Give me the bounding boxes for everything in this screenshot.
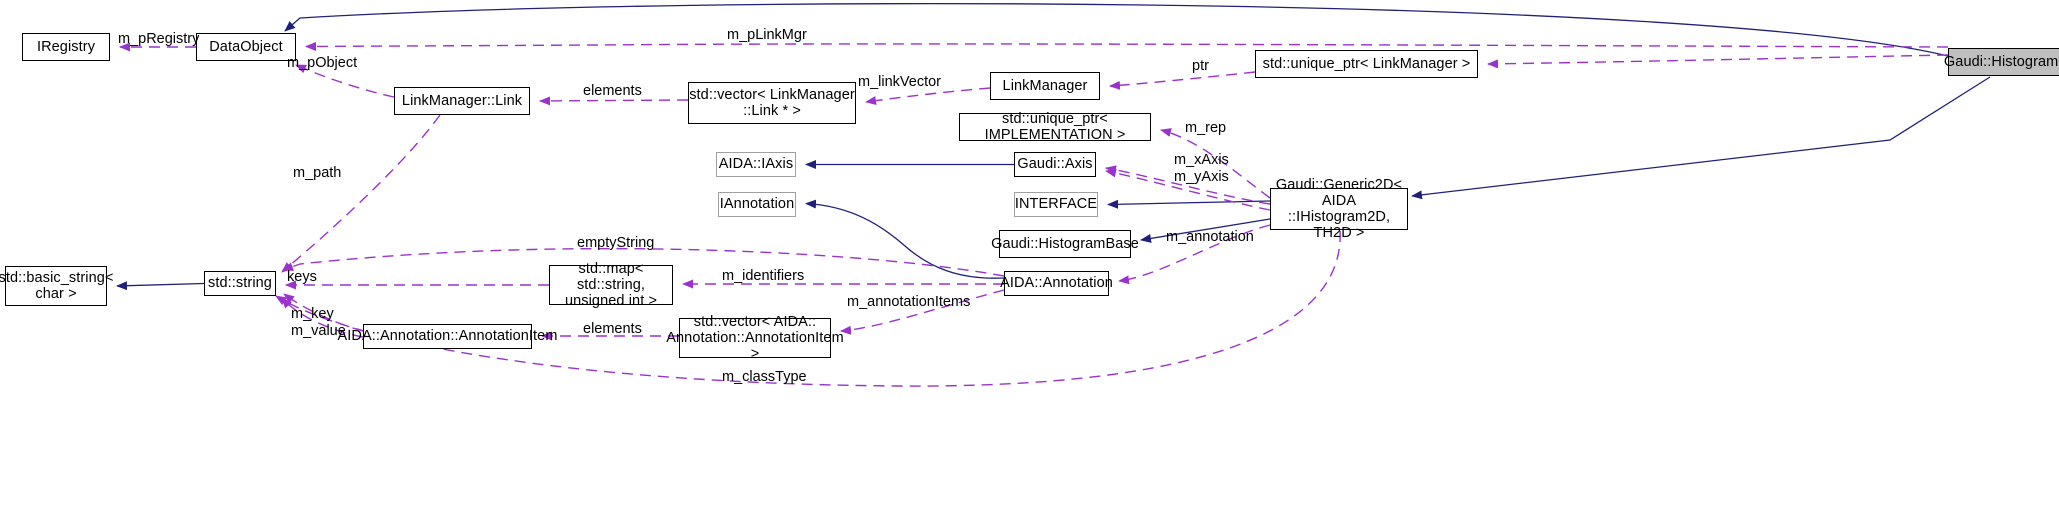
node-vector-annotationitem[interactable]: std::vector< AIDA:: Annotation::Annotati… bbox=[666, 313, 844, 363]
edge-label-m-annotation: m_annotation bbox=[1166, 229, 1254, 245]
edge-label-m-classtype: m_classType bbox=[722, 369, 807, 385]
edge-label-m-path: m_path bbox=[293, 165, 342, 181]
node-gaudi-histogram2d[interactable]: Gaudi::Histogram2D bbox=[1944, 48, 2059, 76]
node-iregistry[interactable]: IRegistry bbox=[22, 33, 110, 61]
edge-label-m-xaxis-m-yaxis: m_xAxis m_yAxis bbox=[1174, 152, 1229, 186]
node-interface[interactable]: INTERFACE bbox=[1014, 192, 1098, 217]
edge-label-m-key-m-value: m_key m_value bbox=[291, 306, 346, 340]
node-gaudi-axis[interactable]: Gaudi::Axis bbox=[1014, 152, 1096, 177]
edge-label-keys: keys bbox=[287, 269, 317, 285]
node-aida-annotation-annotationitem[interactable]: AIDA::Annotation::AnnotationItem bbox=[337, 324, 557, 349]
edge-label-ptr: ptr bbox=[1192, 58, 1209, 74]
edge-label-elements-item: elements bbox=[583, 321, 642, 337]
node-std-basic-string[interactable]: std::basic_string< char > bbox=[0, 266, 113, 306]
edge-label-emptystring: emptyString bbox=[577, 235, 655, 251]
edge-label-m-plinkmgr: m_pLinkMgr bbox=[727, 27, 807, 43]
node-dataobject[interactable]: DataObject bbox=[196, 33, 296, 61]
edge-label-m-rep: m_rep bbox=[1185, 120, 1227, 136]
node-unique-ptr-implementation[interactable]: std::unique_ptr< IMPLEMENTATION > bbox=[959, 111, 1151, 143]
edge-label-m-pobject: m_pObject bbox=[287, 55, 358, 71]
edge-label-m-identifiers: m_identifiers bbox=[722, 268, 805, 284]
edge-label-m-pregistry: m_pRegistry bbox=[118, 31, 200, 47]
edge-label-m-annotationitems: m_annotationItems bbox=[847, 294, 971, 310]
node-linkmanager[interactable]: LinkManager bbox=[990, 72, 1100, 100]
node-aida-iaxis[interactable]: AIDA::IAxis bbox=[716, 152, 796, 177]
node-std-string[interactable]: std::string bbox=[204, 271, 276, 296]
node-vector-linkmanager-link[interactable]: std::vector< LinkManager ::Link * > bbox=[688, 82, 856, 124]
node-linkmanager-link[interactable]: LinkManager::Link bbox=[394, 87, 530, 115]
node-aida-annotation[interactable]: AIDA::Annotation bbox=[1000, 271, 1113, 296]
node-gaudi-generic2d[interactable]: Gaudi::Generic2D< AIDA ::IHistogram2D, T… bbox=[1270, 177, 1408, 241]
node-unique-ptr-linkmanager[interactable]: std::unique_ptr< LinkManager > bbox=[1255, 50, 1478, 78]
node-iannotation[interactable]: IAnnotation bbox=[718, 192, 796, 217]
edge-label-m-linkvector: m_linkVector bbox=[858, 74, 942, 90]
node-gaudi-histogrambase[interactable]: Gaudi::HistogramBase bbox=[991, 230, 1139, 258]
edge-label-elements-link: elements bbox=[583, 83, 642, 99]
node-std-map-string-uint[interactable]: std::map< std::string, unsigned int > bbox=[549, 261, 673, 309]
